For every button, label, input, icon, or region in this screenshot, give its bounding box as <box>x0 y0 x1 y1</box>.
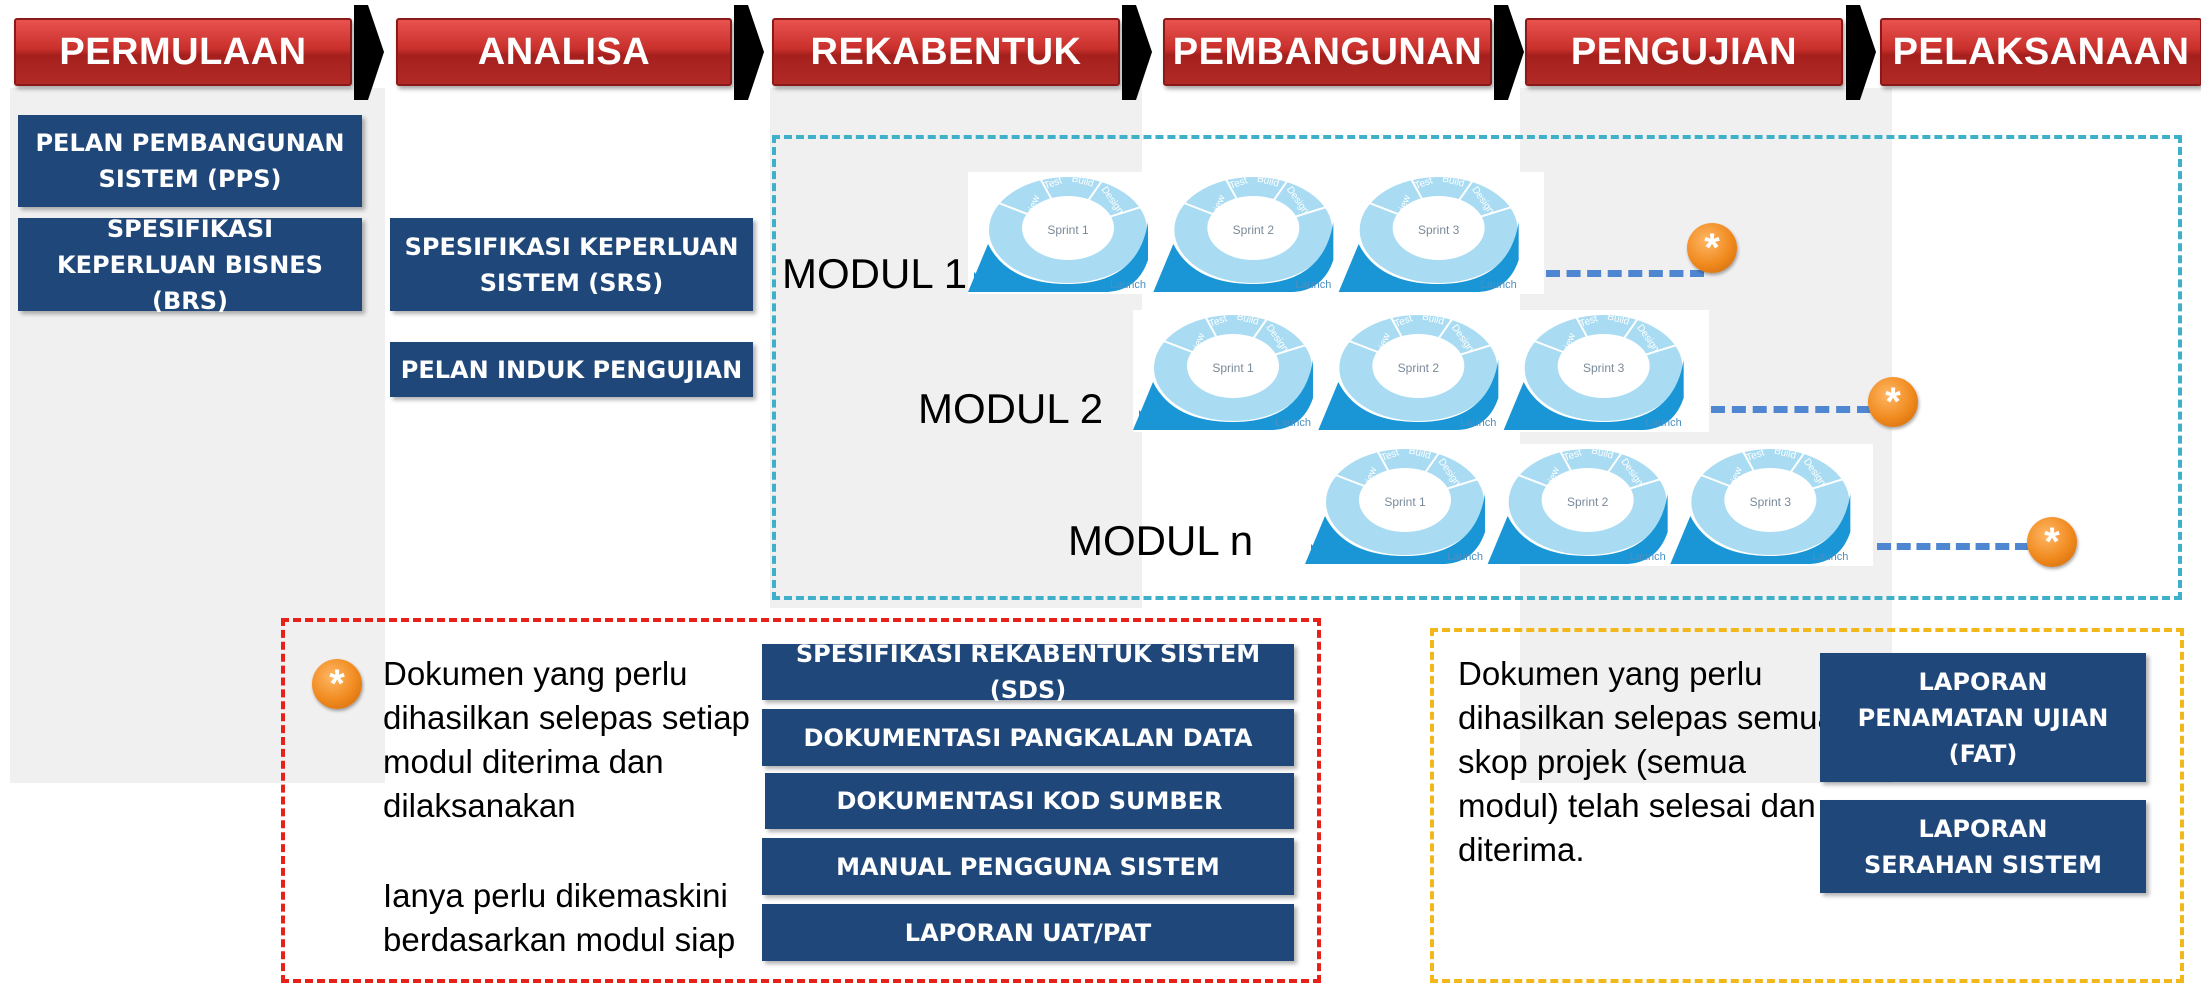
doc-laporan-uat-pat: LAPORAN UAT/PAT <box>762 904 1294 961</box>
star-icon-module-n: * <box>2027 517 2077 567</box>
doc-sds: SPESIFIKASI REKABENTUK SISTEM (SDS) <box>762 640 1294 704</box>
launch-label: Launch <box>1630 551 1666 563</box>
doc-laporan-serahan: LAPORAN SERAHAN SISTEM <box>1820 800 2146 893</box>
connector-line-2 <box>1711 406 1871 413</box>
phase-analisa: ANALISA <box>396 18 732 86</box>
module-label-1: MODUL 1 <box>782 250 968 297</box>
chevron-arrow-icon <box>1494 5 1524 100</box>
module-label-n: MODUL n <box>1068 517 1254 564</box>
doc-brs: SPESIFIKASI KEPERLUAN BISNES (BRS) <box>18 215 362 315</box>
launch-label: Launch <box>1460 417 1496 429</box>
phase-permulaan: PERMULAAN <box>14 18 352 86</box>
module-note-line-1: Dokumen yang perlu <box>383 655 688 692</box>
module-docs-box <box>281 618 1321 983</box>
final-note-line-1: Dokumen yang perlu <box>1458 655 1763 692</box>
final-note-line-5: diterima. <box>1458 831 1585 868</box>
final-note-text: Dokumen yang perlu dihasilkan selepas se… <box>1458 652 1836 872</box>
chevron-arrow-icon <box>354 5 384 100</box>
launch-label: Launch <box>1646 417 1682 429</box>
launch-label: Launch <box>1110 279 1146 291</box>
sprint-label: Sprint 3 <box>1583 361 1625 375</box>
module-region-box <box>772 135 2182 600</box>
doc-laporan-fat: LAPORAN PENAMATAN UJIAN (FAT) <box>1820 653 2146 782</box>
sprint-label: Sprint 3 <box>1750 495 1792 509</box>
sprint-label: Sprint 2 <box>1398 361 1440 375</box>
sprint-label: Sprint 1 <box>1212 361 1254 375</box>
star-icon-legend: * <box>312 659 362 709</box>
phase-pelaksanaan: PELAKSANAAN <box>1880 18 2201 86</box>
launch-label: Launch <box>1295 279 1331 291</box>
launch-label: Launch <box>1275 417 1311 429</box>
module-note-line-2: dihasilkan selepas setiap <box>383 699 750 736</box>
connector-line-1 <box>1546 270 1704 277</box>
final-docs-box <box>1430 628 2184 983</box>
doc-pelan-induk-pengujian: PELAN INDUK PENGUJIAN <box>390 342 753 397</box>
phase-pengujian: PENGUJIAN <box>1525 18 1843 86</box>
sprint-label: Sprint 1 <box>1047 223 1089 237</box>
module-note-line-5: Ianya perlu dikemaskini <box>383 877 728 914</box>
doc-pangkalan-data: DOKUMENTASI PANGKALAN DATA <box>762 709 1294 766</box>
phase-rekabentuk: REKABENTUK <box>772 18 1120 86</box>
launch-label: Launch <box>1481 279 1517 291</box>
final-note-line-3: skop projek (semua <box>1458 743 1746 780</box>
sprint-label: Sprint 1 <box>1384 495 1426 509</box>
connector-line-n <box>1877 543 2029 550</box>
doc-srs: SPESIFIKASI KEPERLUAN SISTEM (SRS) <box>390 218 753 311</box>
final-note-line-2: dihasilkan selepas semua <box>1458 699 1836 736</box>
sprint-label: Sprint 3 <box>1418 223 1460 237</box>
sprint-label: Sprint 2 <box>1233 223 1275 237</box>
module-note-line-3: modul diterima dan <box>383 743 664 780</box>
launch-label: Launch <box>1812 551 1848 563</box>
star-icon-module-1: * <box>1687 223 1737 273</box>
launch-label: Launch <box>1447 551 1483 563</box>
chevron-arrow-icon <box>1122 5 1152 100</box>
sprint-label: Sprint 2 <box>1567 495 1609 509</box>
chevron-arrow-icon <box>1846 5 1876 100</box>
doc-pps: PELAN PEMBANGUNAN SISTEM (PPS) <box>18 115 362 207</box>
module-note-line-6: berdasarkan modul siap <box>383 921 736 958</box>
final-note-line-4: modul) telah selesai dan <box>1458 787 1816 824</box>
doc-manual-pengguna: MANUAL PENGGUNA SISTEM <box>762 838 1294 895</box>
module-label-2: MODUL 2 <box>918 385 1104 432</box>
doc-kod-sumber: DOKUMENTASI KOD SUMBER <box>765 773 1294 829</box>
star-icon-module-2: * <box>1868 377 1918 427</box>
module-note-line-4: dilaksanakan <box>383 787 576 824</box>
phase-pembangunan: PEMBANGUNAN <box>1163 18 1492 86</box>
module-note-text: Dokumen yang perlu dihasilkan selepas se… <box>383 652 750 962</box>
chevron-arrow-icon <box>734 5 764 100</box>
